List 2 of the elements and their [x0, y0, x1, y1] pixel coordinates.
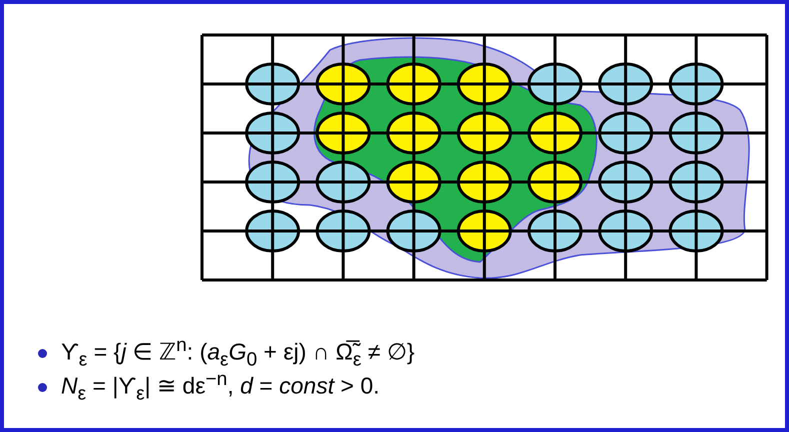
- formula-text: ϒ$_{ε}$ = {j ∈ ℤ$^{n}$: (a$_{ε}$G$_{0}$ + εj) ∩ Ω̃̅$_{ε}$ ≠ ∅}: [61, 334, 415, 372]
- formula-text: N$_{ε}$ = |ϒ$_{ε}$| ≅ dε$^{−n}$, d = const > 0.: [61, 368, 380, 406]
